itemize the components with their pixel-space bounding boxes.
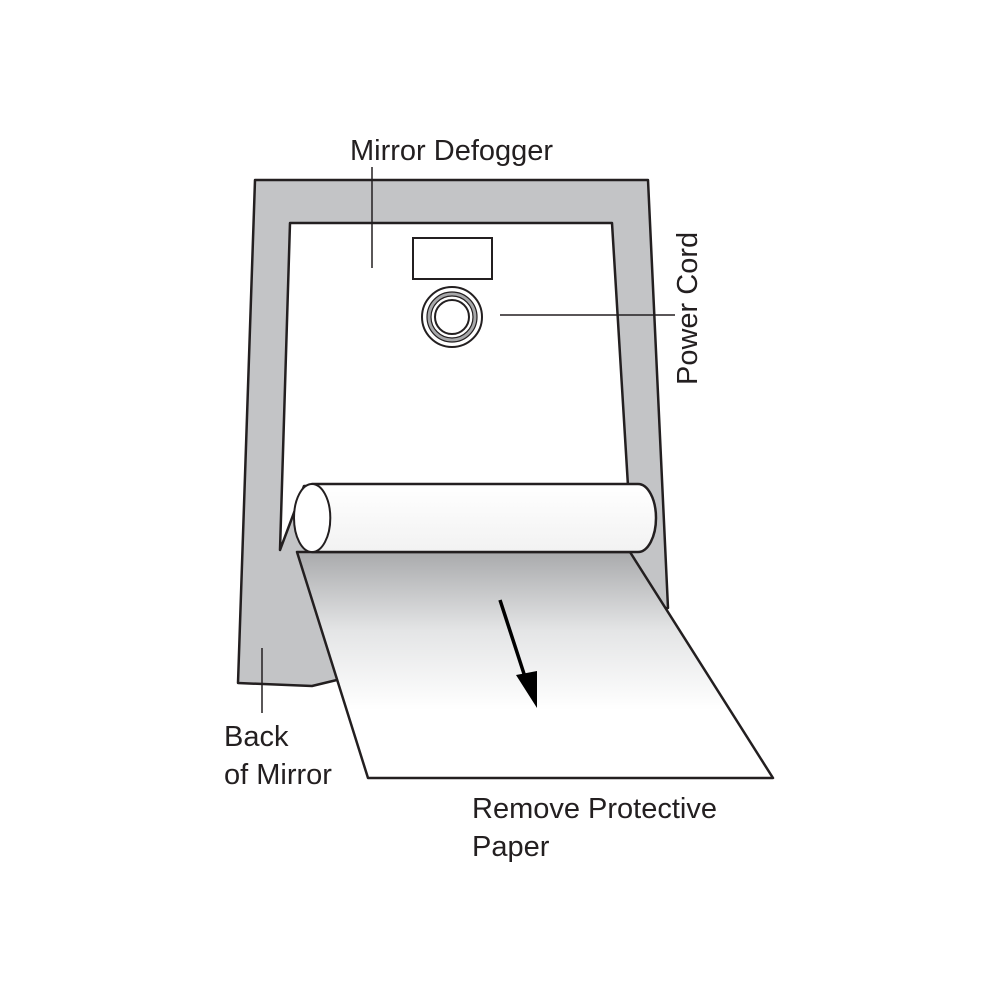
paper-roll: [293, 482, 658, 554]
power-socket-icon: [421, 286, 483, 348]
defogger-label-plate: [412, 237, 493, 280]
remove-paper-label-line1: Remove Protective: [472, 793, 717, 825]
back-of-mirror-label-line2: of Mirror: [224, 759, 332, 791]
protective-paper-sheet: [295, 550, 775, 780]
mirror-defogger-label: Mirror Defogger: [350, 135, 553, 167]
back-of-mirror-label-line1: Back: [224, 721, 289, 753]
arrow-down-icon: [498, 599, 537, 708]
remove-paper-label-line2: Paper: [472, 831, 550, 863]
power-cord-label: Power Cord: [672, 232, 704, 385]
